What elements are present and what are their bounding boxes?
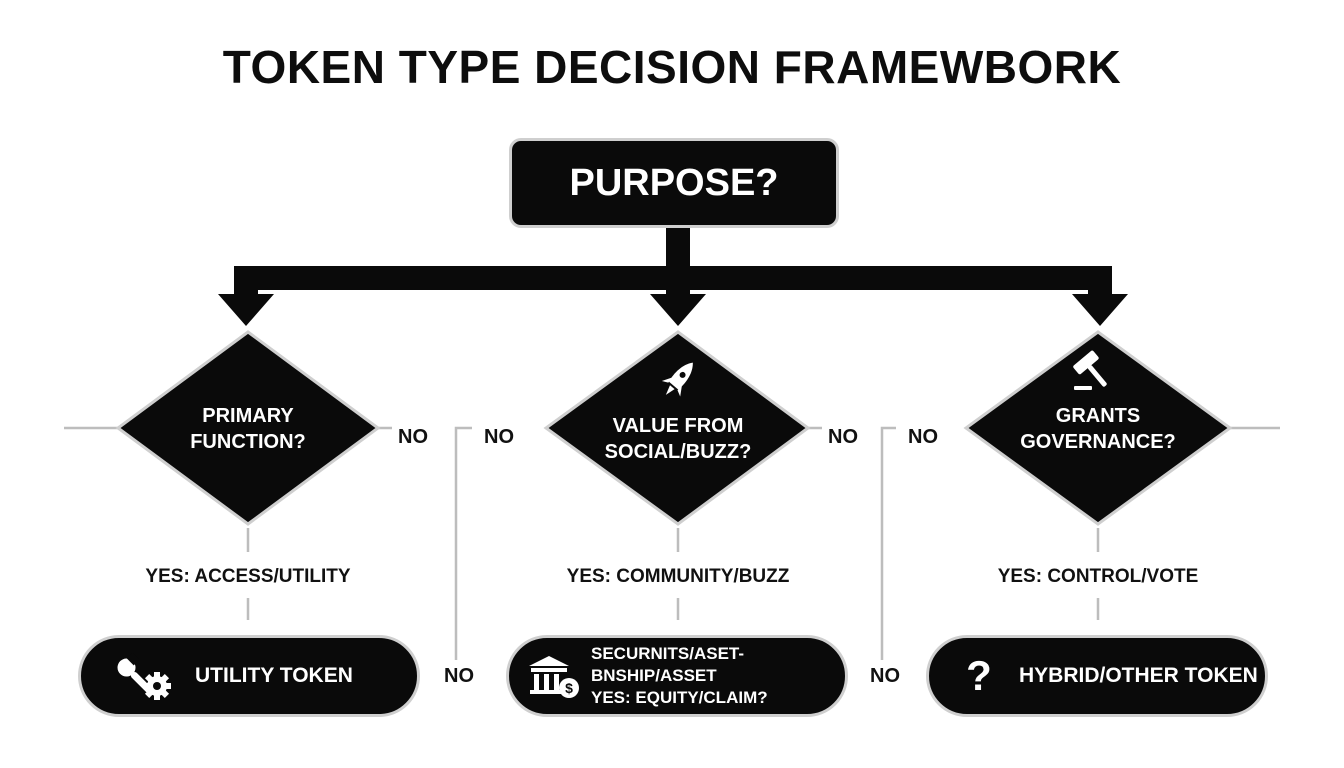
question-icon: ?: [966, 652, 992, 699]
yes-label-governance: YES: CONTROL/VOTE: [997, 566, 1199, 587]
gavel-icon: [1073, 350, 1107, 390]
diagram-title: TOKEN TYPE DECISION FRAMEWBORK: [222, 41, 1122, 93]
outcome-utility-label: UTILITY TOKEN: [195, 664, 353, 687]
decision-primary-line2: FUNCTION?: [190, 431, 306, 453]
decision-social-text: VALUE FROM SOCIAL/BUZZ?: [588, 414, 768, 464]
no-label-governance-left: NO: [908, 426, 938, 448]
decision-governance-line2: GOVERNANCE?: [1020, 431, 1176, 453]
decision-primary-text: PRIMARY FUNCTION?: [158, 404, 338, 454]
no-label-bottom-2: NO: [870, 665, 900, 687]
yes-label-primary: YES: ACCESS/UTILITY: [145, 566, 351, 587]
guide-line-3-left: [880, 426, 896, 660]
outcome-security-line1: SECURNITS/ASET-BNSHIP/ASSET: [591, 643, 745, 685]
right-drop: [1088, 266, 1112, 296]
decision-diamond-primary: [115, 330, 381, 526]
guide-line-2-left: [454, 426, 472, 660]
root-stem: [666, 228, 690, 268]
outcome-utility-token: UTILITY TOKEN: [78, 635, 420, 717]
middle-drop: [666, 266, 690, 296]
bank-dollar-icon: $: [525, 650, 581, 702]
arrowhead-right: [1072, 294, 1128, 326]
root-node-label: PURPOSE?: [569, 161, 779, 204]
outcome-hybrid-label: HYBRID/OTHER TOKEN: [1019, 664, 1258, 687]
decision-diamond-social: [543, 330, 811, 526]
outcome-hybrid-token: ? HYBRID/OTHER TOKEN: [926, 635, 1268, 717]
rocket-icon: [661, 362, 693, 397]
svg-text:$: $: [565, 680, 573, 696]
no-label-social-right: NO: [828, 426, 858, 448]
no-label-primary-right: NO: [398, 426, 428, 448]
no-label-social-left: NO: [484, 426, 514, 448]
outcome-security-token: $ SECURNITS/ASET-BNSHIP/ASSET YES: EQUIT…: [506, 635, 848, 717]
yes-label-social: YES: COMMUNITY/BUZZ: [566, 566, 790, 587]
outcome-security-text: SECURNITS/ASET-BNSHIP/ASSET YES: EQUITY/…: [591, 643, 845, 709]
decision-social-line1: VALUE FROM: [612, 415, 744, 437]
decision-primary-line1: PRIMARY: [202, 405, 294, 427]
arrowhead-middle: [650, 294, 706, 326]
decision-governance-text: GRANTS GOVERNANCE?: [1008, 404, 1188, 454]
arrowhead-left: [218, 294, 274, 326]
left-drop: [234, 266, 258, 296]
decision-governance-line1: GRANTS: [1055, 405, 1141, 427]
decision-diamond-governance: [963, 330, 1233, 526]
wrench-gear-icon: [111, 648, 175, 704]
root-node-purpose: PURPOSE?: [509, 138, 839, 228]
no-label-bottom-1: NO: [444, 665, 474, 687]
outcome-security-line2: YES: EQUITY/CLAIM?: [591, 688, 768, 708]
decision-social-line2: SOCIAL/BUZZ?: [604, 441, 752, 463]
